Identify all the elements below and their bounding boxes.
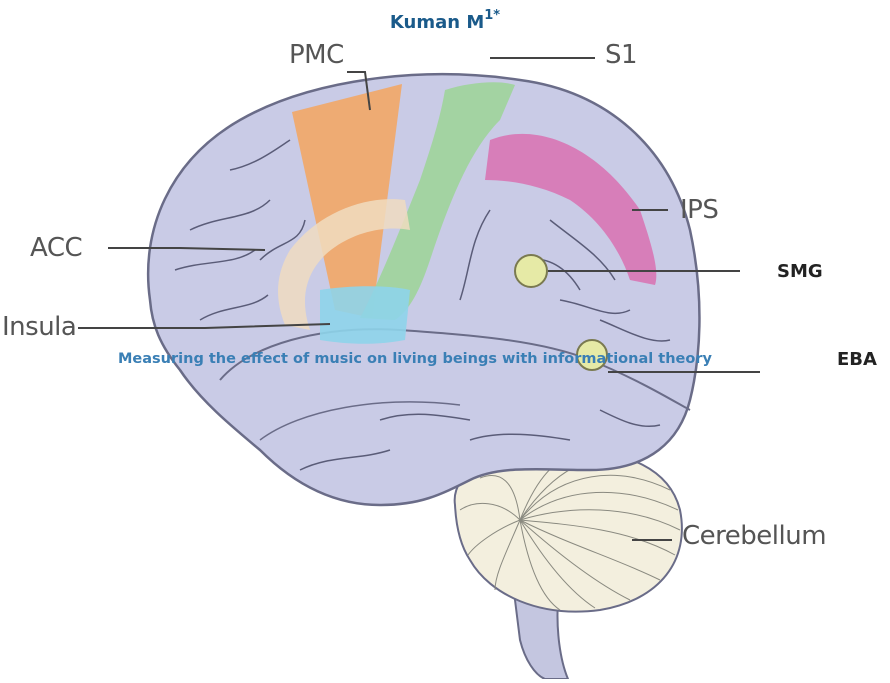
label-ips: IPS (680, 195, 718, 225)
insula-region (320, 286, 410, 344)
author-name: Kuman M (390, 12, 484, 33)
label-acc: ACC (30, 233, 82, 263)
subtitle: Measuring the effect of music on living … (118, 351, 712, 367)
label-eba: EBA (837, 349, 877, 370)
author-superscript: 1* (484, 8, 500, 23)
cerebrum (148, 74, 699, 505)
label-pmc: PMC (289, 40, 344, 70)
label-insula: Insula (2, 312, 76, 342)
label-smg: SMG (777, 261, 823, 282)
author-line: Kuman M1* (0, 10, 890, 33)
label-s1: S1 (605, 40, 637, 70)
label-cerebellum: Cerebellum (682, 521, 826, 551)
smg-marker (515, 255, 547, 287)
